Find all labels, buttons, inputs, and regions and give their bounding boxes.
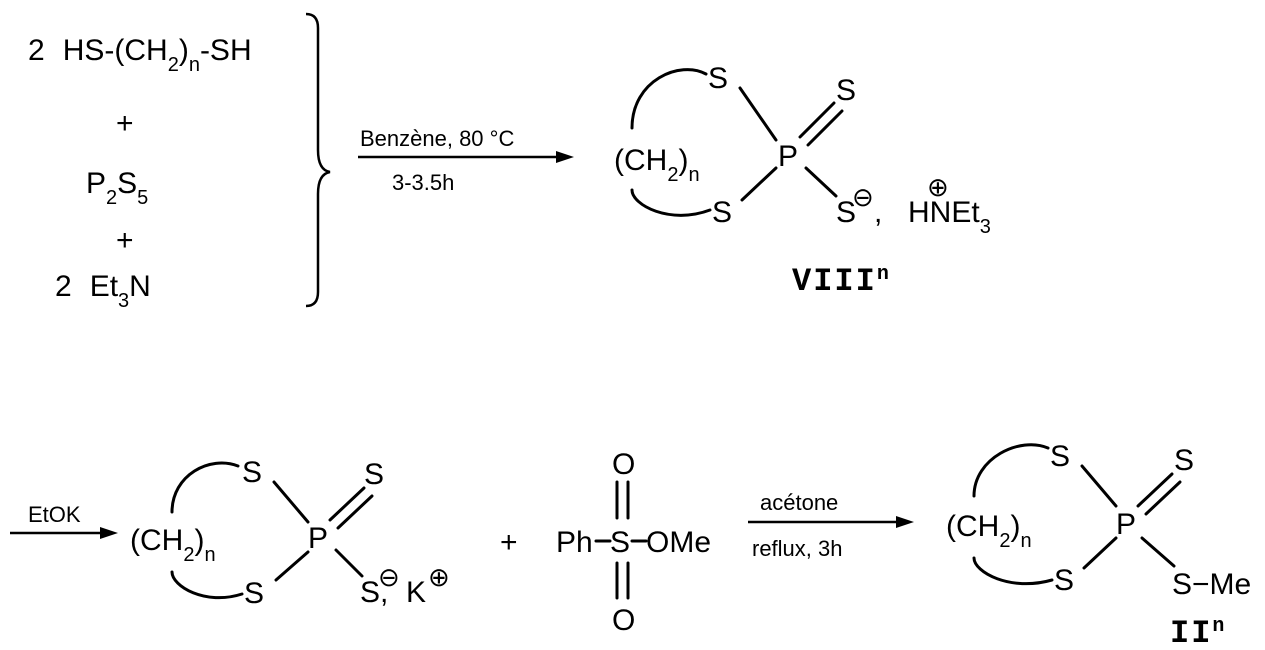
potassium-salt: (CH2)n S S P S S ⊖ , K ⊕ <box>130 456 450 610</box>
phosphorus: P <box>778 140 798 173</box>
thione-sulfur: S <box>836 74 856 107</box>
reaction-arrow-2: EtOK <box>10 502 118 539</box>
ring-sulfur-bottom: S <box>244 577 264 610</box>
compound-label-viii: VIIIn <box>792 263 891 301</box>
phosphorus: P <box>1116 508 1136 541</box>
product-viii: (CH2)n S S P S S ⊖ , ⊕ HNEt3 VIIIn <box>614 62 991 300</box>
potassium: K <box>406 576 426 609</box>
ring-sulfur-bottom: S <box>712 196 732 229</box>
minus-charge: ⊖ <box>852 182 874 212</box>
methoxy: OMe <box>646 526 711 559</box>
compound-label-ii: IIn <box>1170 615 1226 650</box>
plus-sign: + <box>116 107 134 140</box>
phosphorus: P <box>308 522 328 555</box>
ring-sulfur-top: S <box>1050 440 1070 473</box>
minus-charge: ⊖ <box>378 562 400 592</box>
condition-reflux-time: reflux, 3h <box>752 536 843 561</box>
ch2-n-bridge: (CH2)n <box>614 144 700 186</box>
methylthio-group: S−Me <box>1172 568 1251 601</box>
oxygen-top: O <box>612 448 635 481</box>
product-ii: (CH2)n S S P S S−Me IIn <box>946 440 1251 650</box>
condition-time: 3-3.5h <box>392 170 454 195</box>
plus-charge: ⊕ <box>428 562 450 592</box>
anionic-sulfur: S <box>360 576 380 609</box>
sulfonyl-sulfur: S <box>610 526 630 559</box>
right-brace <box>305 12 331 308</box>
plus-charge: ⊕ <box>927 172 949 202</box>
comma: , <box>874 196 882 229</box>
ch2-n-bridge: (CH2)n <box>946 510 1032 552</box>
p2s5: P2S5 <box>86 167 148 209</box>
anionic-sulfur: S <box>836 196 856 229</box>
ring-sulfur-top: S <box>242 456 262 489</box>
reagent-etok: EtOK <box>28 502 81 527</box>
ch2-n-bridge: (CH2)n <box>130 524 216 566</box>
ring-sulfur-top: S <box>708 62 728 95</box>
methyl-benzenesulfonate: Ph S OMe O O <box>556 448 711 637</box>
thione-sulfur: S <box>1174 444 1194 477</box>
condition-solvent: acétone <box>760 490 838 515</box>
plus-sign: + <box>116 224 134 257</box>
reaction-arrow-3: acétone reflux, 3h <box>748 490 914 561</box>
reaction-arrow-1: Benzène, 80 °C 3-3.5h <box>358 126 574 195</box>
oxygen-bottom: O <box>612 604 635 637</box>
comma: , <box>380 576 388 609</box>
triethylammonium: HNEt3 <box>908 196 991 238</box>
thione-sulfur: S <box>364 458 384 491</box>
condition-solvent-temp: Benzène, 80 °C <box>360 126 514 151</box>
plus-sign: + <box>500 526 518 559</box>
ring-sulfur-bottom: S <box>1054 564 1074 597</box>
phenyl: Ph <box>556 526 593 559</box>
